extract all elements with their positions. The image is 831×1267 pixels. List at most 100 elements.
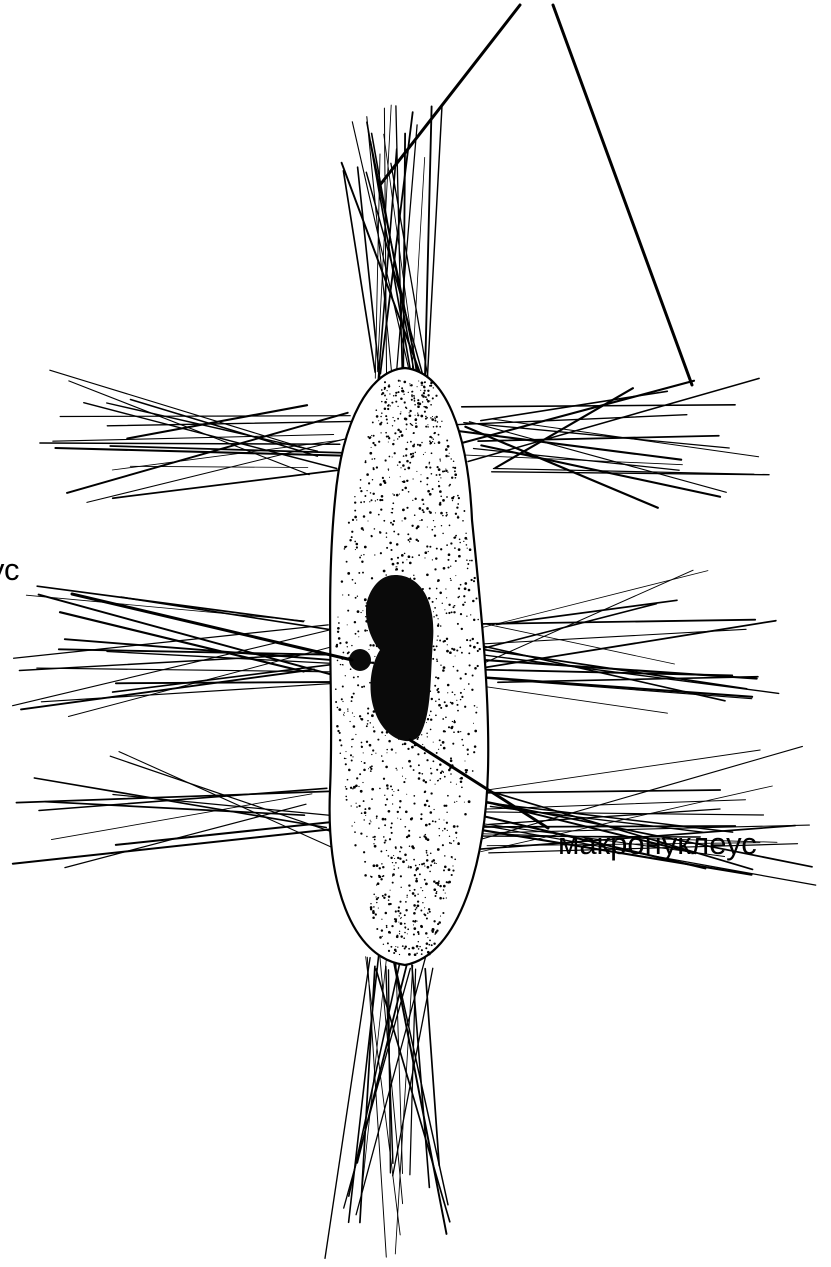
stipple-dot [449,525,451,527]
stipple-dot [430,382,432,384]
stipple-dot [347,708,348,709]
stipple-dot [371,714,374,717]
stipple-dot [374,836,376,838]
stipple-dot [439,897,442,900]
stipple-dot [378,441,380,443]
stipple-dot [473,723,474,724]
stipple-dot [458,497,460,499]
stipple-dot [417,904,420,907]
stipple-dot [456,670,458,672]
stipple-dot [465,673,467,675]
stipple-dot [460,613,462,615]
stipple-dot [395,394,397,396]
stipple-dot [410,385,411,386]
stipple-dot [425,396,427,398]
stipple-dot [409,765,411,767]
stipple-dot [386,532,388,534]
stipple-dot [388,470,389,471]
stipple-dot [381,495,384,498]
stipple-dot [474,730,477,733]
stipple-dot [416,471,417,472]
stipple-dot [451,874,453,876]
stipple-dot [438,749,439,750]
stipple-dot [435,892,437,894]
stipple-dot [448,868,451,871]
stipple-dot [437,618,438,619]
stipple-dot [417,414,419,416]
stipple-dot [364,808,366,810]
stipple-dot [351,645,352,646]
stipple-dot [423,454,424,455]
stipple-dot [436,863,437,864]
stipple-dot [405,909,407,911]
stipple-dot [441,421,442,422]
stipple-dot [450,843,452,845]
stipple-dot [347,646,348,647]
stipple-dot [424,865,425,866]
stipple-dot [452,858,453,859]
stipple-dot [454,802,455,803]
stipple-dot [372,910,375,913]
stipple-dot [415,869,417,871]
stipple-dot [398,436,400,438]
stipple-dot [391,832,393,834]
stipple-dot [348,769,351,772]
stipple-dot [432,928,435,931]
stipple-dot [367,708,369,710]
stipple-dot [457,731,459,733]
stipple-dot [437,466,439,468]
stipple-dot [453,731,455,733]
stipple-dot [448,726,450,728]
stipple-dot [386,925,388,927]
stipple-dot [459,647,461,649]
cilium-stroke [53,435,334,442]
stipple-dot [383,520,385,522]
stipple-dot [398,380,400,382]
cilium-stroke [127,405,307,438]
stipple-dot [385,574,387,576]
stipple-dot [447,684,450,687]
stipple-dot [388,931,391,934]
stipple-dot [381,389,383,391]
stipple-dot [345,758,346,759]
stipple-dot [346,561,348,563]
stipple-dot [437,581,439,583]
cilium-stroke [113,469,350,499]
stipple-dot [393,868,395,870]
stipple-dot [374,458,376,460]
stipple-dot [361,746,362,747]
stipple-dot [402,860,405,863]
stipple-dot [364,762,366,764]
stipple-dot [433,880,435,882]
stipple-dot [472,675,474,677]
stipple-dot [426,859,429,862]
stipple-dot [363,800,365,802]
stipple-dot [436,930,438,932]
stipple-dot [429,940,431,942]
stipple-dot [363,769,366,772]
stipple-dot [447,471,448,472]
stipple-dot [397,811,399,813]
stipple-dot [394,865,395,866]
stipple-dot [464,582,467,585]
stipple-dot [454,605,455,606]
stipple-dot [430,711,432,713]
stipple-dot [425,781,427,783]
stipple-dot [444,731,446,733]
stipple-dot [452,870,454,872]
stipple-dot [408,953,411,956]
stipple-dot [399,800,401,802]
stipple-dot [397,429,400,432]
stipple-dot [393,531,395,533]
cilium-stroke [325,958,370,1259]
stipple-dot [395,846,397,848]
stipple-dot [400,413,402,415]
stipple-dot [438,434,440,436]
stipple-dot [426,399,428,401]
stipple-dot [368,768,369,769]
stipple-dot [397,857,399,859]
stipple-dot [392,875,393,876]
stipple-dot [416,907,418,909]
stipple-dot [364,811,367,814]
stipple-dot [466,616,467,617]
